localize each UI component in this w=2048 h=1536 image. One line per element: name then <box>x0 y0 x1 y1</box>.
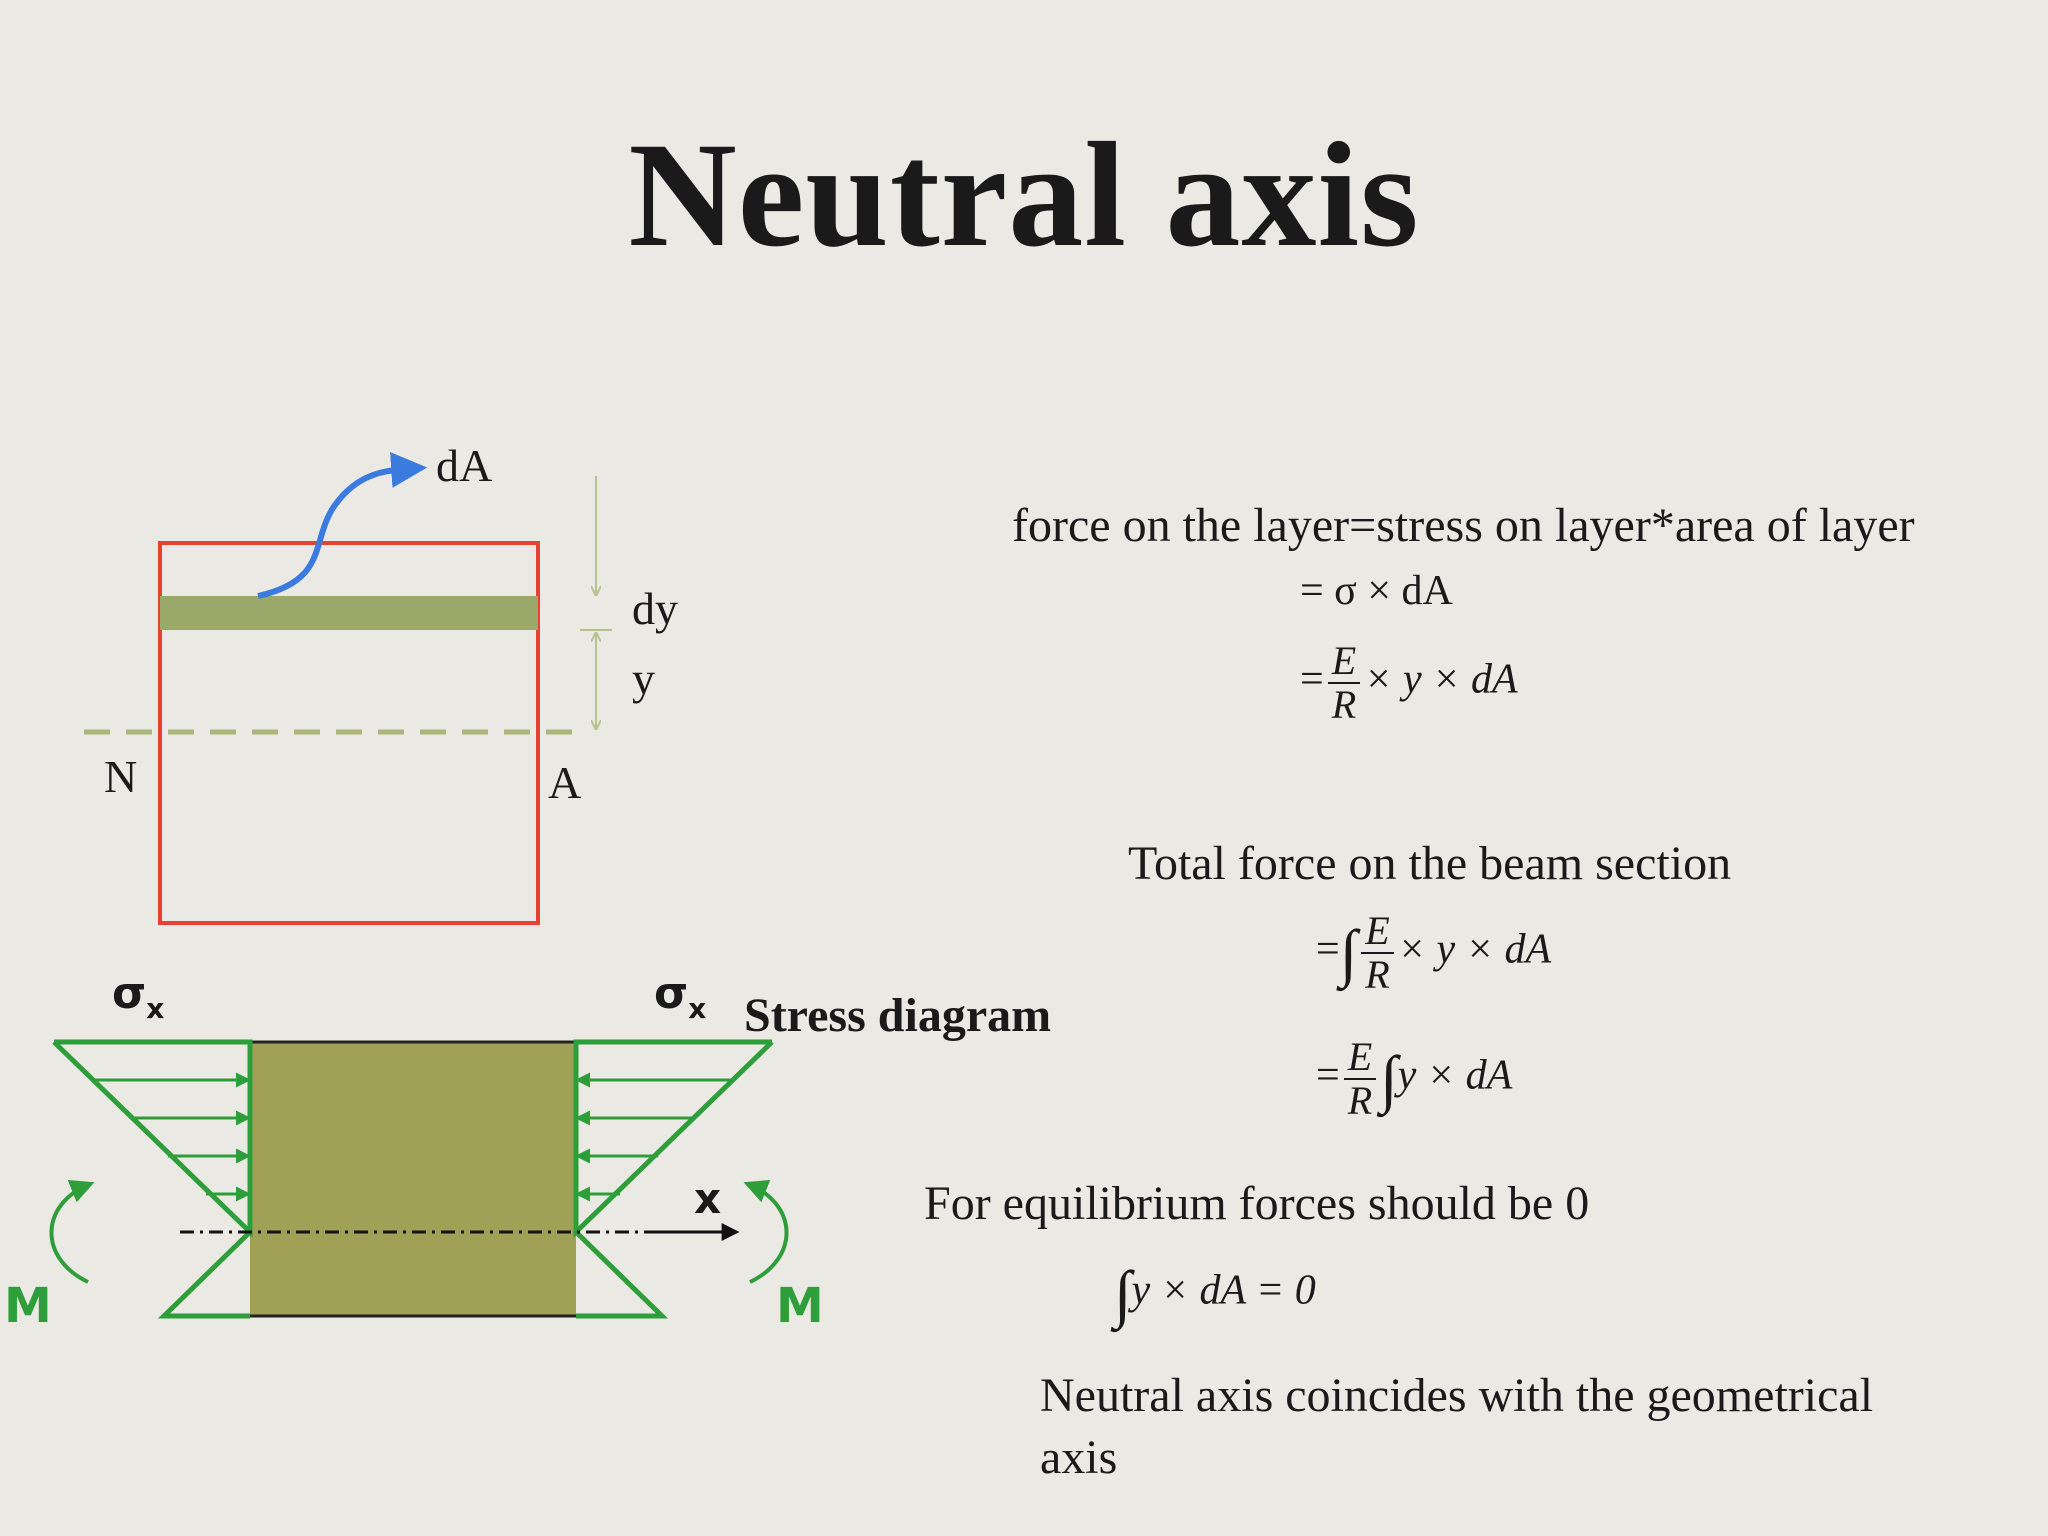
moment-left-arc <box>49 1180 95 1284</box>
a-label: A <box>548 757 582 808</box>
right-stress-arrows <box>575 1072 734 1202</box>
y-label: y <box>632 653 655 704</box>
section-outline <box>158 541 540 925</box>
dy-label: dy <box>632 583 678 634</box>
n-label: N <box>104 751 138 802</box>
sigma-right-label: σx <box>654 968 707 1025</box>
force-layer-statement: force on the layer=stress on layer*area … <box>1012 499 1915 552</box>
slide-title: Neutral axis <box>628 112 1420 278</box>
stress-diagram-label: Stress diagram <box>744 989 1052 1042</box>
left-stress-profile-lower <box>157 1230 252 1319</box>
sigma-left-label: σx <box>112 968 165 1025</box>
equilibrium-heading: For equilibrium forces should be 0 <box>924 1177 1590 1230</box>
eq-integral-zero: ∫y × dA = 0 <box>1114 1258 1316 1329</box>
da-label: dA <box>436 440 493 491</box>
right-stress-profile-lower <box>574 1230 669 1319</box>
x-axis-label: x <box>694 1174 722 1223</box>
layer-strip <box>160 596 538 630</box>
left-stress-arrows <box>92 1072 251 1202</box>
left-stress-profile <box>52 1039 253 1238</box>
conclusion-line-1: Neutral axis coincides with the geometri… <box>1040 1369 1874 1422</box>
total-force-heading: Total force on the beam section <box>1128 837 1732 890</box>
beam-block <box>250 1042 576 1316</box>
conclusion-line-2: axis <box>1040 1431 1118 1484</box>
da-arrow <box>257 451 428 599</box>
moment-right-label: M <box>776 1278 824 1334</box>
right-stress-profile <box>573 1039 774 1238</box>
moment-right-arc <box>743 1180 789 1284</box>
moment-left-label: M <box>4 1278 52 1334</box>
eq-sigma-da: = σ × dA <box>1300 568 1453 614</box>
